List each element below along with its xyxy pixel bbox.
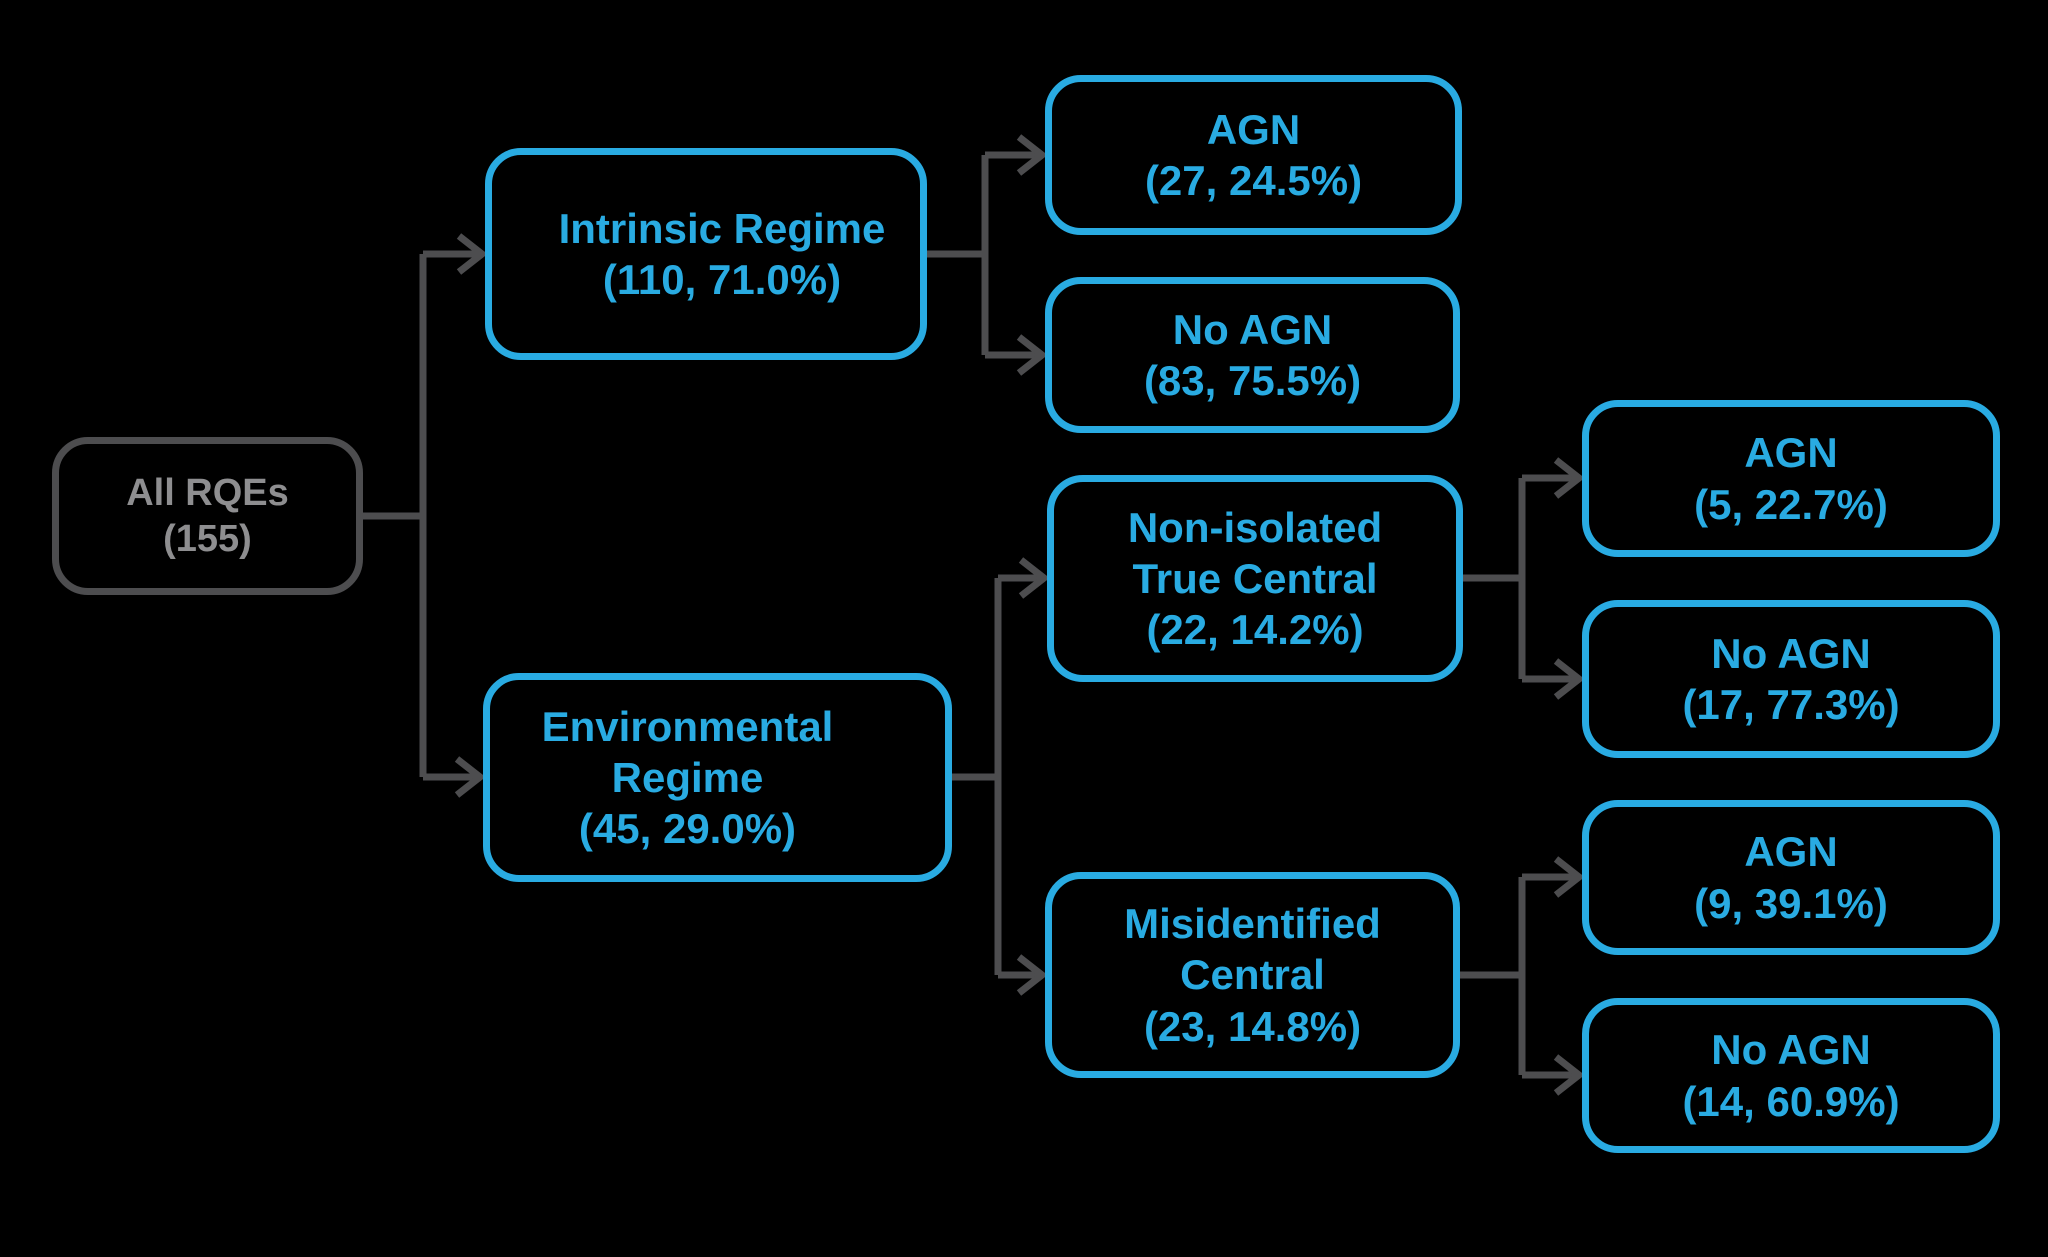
- node-stat: (9, 39.1%): [1694, 879, 1888, 927]
- node-environmental-regime: Environmental Regime (45, 29.0%): [483, 673, 952, 882]
- node-agn-misidentified: AGN (9, 39.1%): [1582, 800, 2000, 955]
- arrowhead-misidentified-no-agn: [1553, 1054, 1585, 1096]
- node-title: True Central: [1132, 554, 1378, 602]
- node-agn-non-isolated-content: AGN (5, 22.7%): [1694, 427, 1888, 529]
- node-non-isolated-content: Non-isolated True Central (22, 14.2%): [1128, 502, 1382, 656]
- node-intrinsic-regime: Intrinsic Regime (110, 71.0%): [485, 148, 927, 360]
- node-no-agn-intrinsic-content: No AGN (83, 75.5%): [1144, 304, 1361, 406]
- node-stat: (83, 75.5%): [1143, 357, 1362, 404]
- node-stat: (17, 77.3%): [1682, 681, 1900, 728]
- node-title: No AGN: [1711, 629, 1871, 677]
- arrowhead-environmental-misidentified: [1016, 954, 1048, 996]
- connector-root-branch: [363, 250, 480, 781]
- arrowhead-non-isolated-no-agn: [1553, 658, 1585, 700]
- node-environmental-regime-content: Environmental Regime (45, 29.0%): [542, 701, 834, 855]
- node-title: No AGN: [1711, 1026, 1871, 1074]
- node-stat: (155): [163, 518, 252, 560]
- node-title: Misidentified: [1124, 900, 1381, 948]
- arrowhead-intrinsic-no-agn: [1016, 334, 1048, 376]
- node-stat: (23, 14.8%): [1143, 1002, 1362, 1050]
- node-agn-non-isolated: AGN (5, 22.7%): [1582, 400, 2000, 557]
- node-title: Environmental: [541, 702, 834, 750]
- arrowhead-intrinsic-agn: [1016, 134, 1048, 176]
- node-stat: (5, 22.7%): [1694, 480, 1888, 528]
- node-agn-misidentified-content: AGN (9, 39.1%): [1694, 826, 1888, 928]
- node-intrinsic-regime-content: Intrinsic Regime (110, 71.0%): [559, 203, 886, 305]
- node-non-isolated-true-central: Non-isolated True Central (22, 14.2%): [1047, 475, 1463, 682]
- arrowhead-root-environmental: [454, 756, 486, 798]
- node-misidentified-content: Misidentified Central (23, 14.8%): [1124, 898, 1381, 1052]
- connector-intrinsic-branch: [927, 151, 1040, 359]
- arrowhead-misidentified-agn: [1553, 856, 1585, 898]
- node-no-agn-non-isolated: No AGN (17, 77.3%): [1582, 600, 2000, 758]
- node-title: No AGN: [1172, 305, 1333, 353]
- node-title: Central: [1180, 951, 1325, 999]
- connector-misidentified-branch: [1460, 873, 1577, 1079]
- node-title: AGN: [1744, 429, 1838, 477]
- connector-environmental-branch: [952, 574, 1042, 979]
- node-title: AGN: [1206, 105, 1301, 153]
- node-title: Non-isolated: [1127, 503, 1383, 551]
- node-stat: (110, 71.0%): [602, 256, 842, 303]
- node-no-agn-intrinsic: No AGN (83, 75.5%): [1045, 277, 1460, 433]
- node-all-rqes: All RQEs (155): [52, 437, 363, 595]
- node-agn-intrinsic: AGN (27, 24.5%): [1045, 75, 1462, 235]
- node-title: Regime: [611, 753, 764, 801]
- node-agn-intrinsic-content: AGN (27, 24.5%): [1145, 104, 1362, 206]
- node-stat: (45, 29.0%): [578, 805, 797, 853]
- node-no-agn-non-isolated-content: No AGN (17, 77.3%): [1682, 628, 1899, 730]
- node-title: AGN: [1744, 828, 1838, 876]
- node-no-agn-misidentified: No AGN (14, 60.9%): [1582, 998, 2000, 1153]
- node-stat: (22, 14.2%): [1146, 606, 1364, 654]
- arrowhead-root-intrinsic: [456, 233, 488, 275]
- node-no-agn-misidentified-content: No AGN (14, 60.9%): [1682, 1024, 1899, 1126]
- arrowhead-non-isolated-agn: [1553, 457, 1585, 499]
- node-title: All RQEs: [126, 471, 289, 514]
- node-stat: (14, 60.9%): [1682, 1077, 1900, 1125]
- connector-non-isolated-branch: [1463, 474, 1577, 683]
- node-stat: (27, 24.5%): [1144, 157, 1363, 204]
- arrowhead-environmental-non-isolated: [1018, 557, 1050, 599]
- node-misidentified-central: Misidentified Central (23, 14.8%): [1045, 872, 1460, 1078]
- node-all-rqes-content: All RQEs (155): [126, 470, 289, 563]
- node-title: Intrinsic Regime: [558, 204, 886, 252]
